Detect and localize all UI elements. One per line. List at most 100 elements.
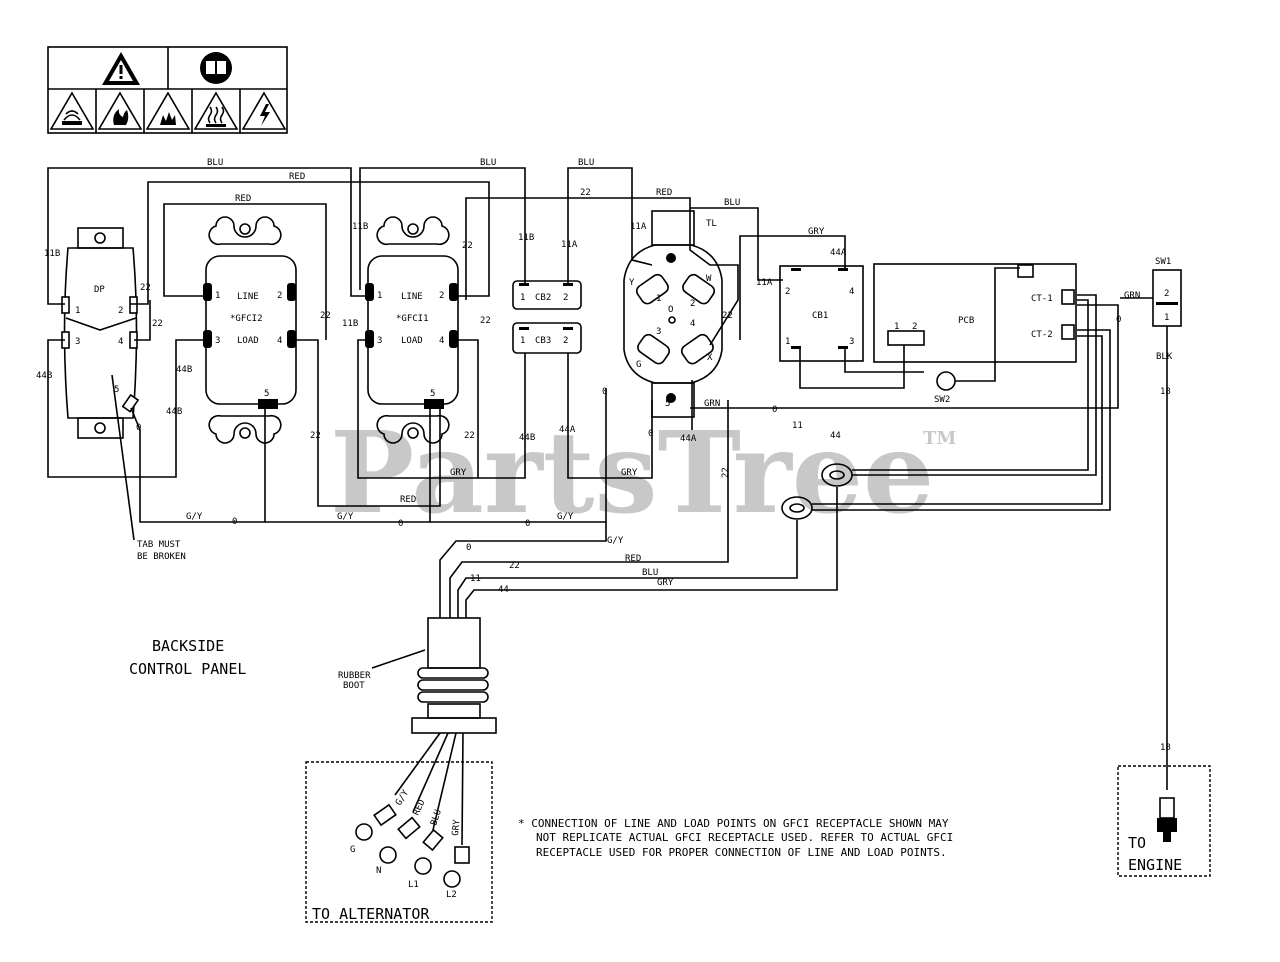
ct1-label: CT-1: [1031, 294, 1053, 304]
engine-connector: [1157, 797, 1177, 842]
dp-pin-2: 2: [118, 306, 123, 316]
wire-label-22-10: 22: [721, 467, 731, 478]
wire-label-0-3: 0: [648, 429, 653, 439]
wire-label-44a-2: 44A: [559, 425, 576, 435]
rubber-boot-label-1: RUBBER: [338, 671, 371, 681]
note-line-3: RECEPTACLE USED FOR PROPER CONNECTION OF…: [536, 846, 947, 859]
wire-label-11b-3: 11B: [342, 319, 358, 329]
wire-label-0-4: 0: [772, 405, 777, 415]
terminal-l1: L1: [408, 880, 419, 890]
wire-label-blu-1: BLU: [207, 158, 223, 168]
terminal-n: N: [376, 866, 381, 876]
wire-label-11a-1: 11A: [756, 278, 773, 288]
wire-label-red-2: RED: [235, 194, 251, 204]
wire-label-22-3: 22: [320, 311, 331, 321]
fire-hazard-icon: [97, 91, 143, 130]
wire-label-0-5: 0: [232, 517, 237, 527]
wire-label-0-9: 0: [1116, 315, 1121, 325]
wire-label-grn-1: GRN: [704, 399, 720, 409]
lead-label-gry: GRY: [451, 819, 462, 837]
shock-hazard-icon: [241, 91, 287, 130]
pcb-pin-2: 2: [912, 322, 917, 332]
sw1-label: SW1: [1155, 257, 1171, 267]
wire-label-18-2: 18: [1160, 743, 1171, 753]
tl-pin-4: 4: [690, 319, 695, 329]
gfci1-pin-2: 2: [439, 291, 444, 301]
rubber-boot: [371, 617, 497, 734]
wire-label-red-3: RED: [656, 188, 672, 198]
dp-receptacle: [61, 227, 140, 439]
wire-label-22-2: 22: [152, 319, 163, 329]
cb2-label: CB2: [535, 293, 551, 303]
cb3-pin-1: 1: [520, 336, 525, 346]
wire-label-22-6: 22: [722, 311, 733, 321]
gfci2-pin-5: 5: [264, 389, 269, 399]
tl-label: TL: [706, 219, 717, 229]
tl-pin-2: 2: [690, 299, 695, 309]
to-alternator-title: TO ALTERNATOR: [312, 905, 430, 923]
sw2-switch: [936, 371, 956, 391]
wires: [47, 167, 1168, 846]
cb1-label: CB1: [812, 311, 828, 321]
wire-label-blu-3: BLU: [578, 158, 594, 168]
wire-label-44b-2: 44B: [176, 365, 192, 375]
ct2-label: CT-2: [1031, 330, 1053, 340]
pcb-label: PCB: [958, 316, 974, 326]
wire-label-blu-2: BLU: [480, 158, 496, 168]
cb2-pin-2: 2: [563, 293, 568, 303]
engine-box: [1117, 765, 1211, 877]
gfci2-load-label: LOAD: [237, 336, 259, 346]
wire-label-22-1: 22: [140, 283, 151, 293]
wire-label-gy-3: G/Y: [557, 512, 574, 522]
gfci2-receptacle: [203, 216, 297, 444]
wire-label-44b-1: 44B: [36, 371, 52, 381]
lead-label-gy: G/Y: [394, 788, 411, 808]
cb1-breaker: [779, 265, 864, 362]
wire-label-gry-3: GRY: [621, 468, 638, 478]
wire-label-gry-4: GRY: [657, 578, 674, 588]
gfci2-pin-3: 3: [215, 336, 220, 346]
dp-pin-1: 1: [75, 306, 80, 316]
gfci1-label: *GFCI1: [396, 314, 429, 324]
sw1-pin-2: 2: [1164, 289, 1169, 299]
tl-pin-o: O: [668, 305, 673, 315]
lead-label-red: RED: [412, 798, 428, 817]
wire-label-22-5: 22: [480, 316, 491, 326]
gfci2-label: *GFCI2: [230, 314, 263, 324]
cb3-breaker: [512, 322, 582, 354]
tl-pin-w: W: [706, 274, 712, 284]
wire-label-11b-4: 11B: [518, 233, 534, 243]
wire-label-18-1: 18: [1160, 387, 1171, 397]
wire-label-44b-3: 44B: [166, 407, 182, 417]
wire-label-0-1: 0: [136, 423, 141, 433]
fume-hazard-icon: [49, 91, 95, 130]
wire-label-gy-1: G/Y: [186, 512, 203, 522]
wire-label-44b-4: 44B: [519, 433, 535, 443]
tl-pin-x: X: [707, 353, 713, 363]
note-line-1: * CONNECTION OF LINE AND LOAD POINTS ON …: [518, 817, 949, 830]
gfci1-pin-4: 4: [439, 336, 444, 346]
gfci2-pin-1: 1: [215, 291, 220, 301]
gfci1-line-label: LINE: [401, 292, 423, 302]
lead-label-blu: BLU: [429, 808, 444, 827]
sw1-pin-1: 1: [1164, 313, 1169, 323]
wire-label-11b-2: 11B: [352, 222, 368, 232]
wire-label-22-top: 22: [580, 188, 591, 198]
wire-label-11b-1: 11B: [44, 249, 60, 259]
alternator-terminals: [355, 803, 470, 888]
wire-label-red-4: RED: [400, 495, 416, 505]
tl-pin-3: 3: [656, 327, 661, 337]
to-engine-title-2: ENGINE: [1128, 856, 1182, 874]
tab-note-2: BE BROKEN: [137, 552, 186, 562]
gfci1-pin-1: 1: [377, 291, 382, 301]
cb3-pin-2: 2: [563, 336, 568, 346]
gfci1-receptacle: [365, 216, 459, 444]
warning-label: [47, 46, 288, 134]
manual-icon: [200, 52, 232, 84]
wire-label-11a-2: 11A: [630, 222, 647, 232]
cb1-pin-3: 3: [849, 337, 854, 347]
gfci1-pin-5: 5: [430, 389, 435, 399]
note-line-2: NOT REPLICATE ACTUAL GFCI RECEPTACLE USE…: [536, 831, 953, 844]
wire-label-gy-2: G/Y: [337, 512, 354, 522]
pcb-pin-1: 1: [894, 322, 899, 332]
